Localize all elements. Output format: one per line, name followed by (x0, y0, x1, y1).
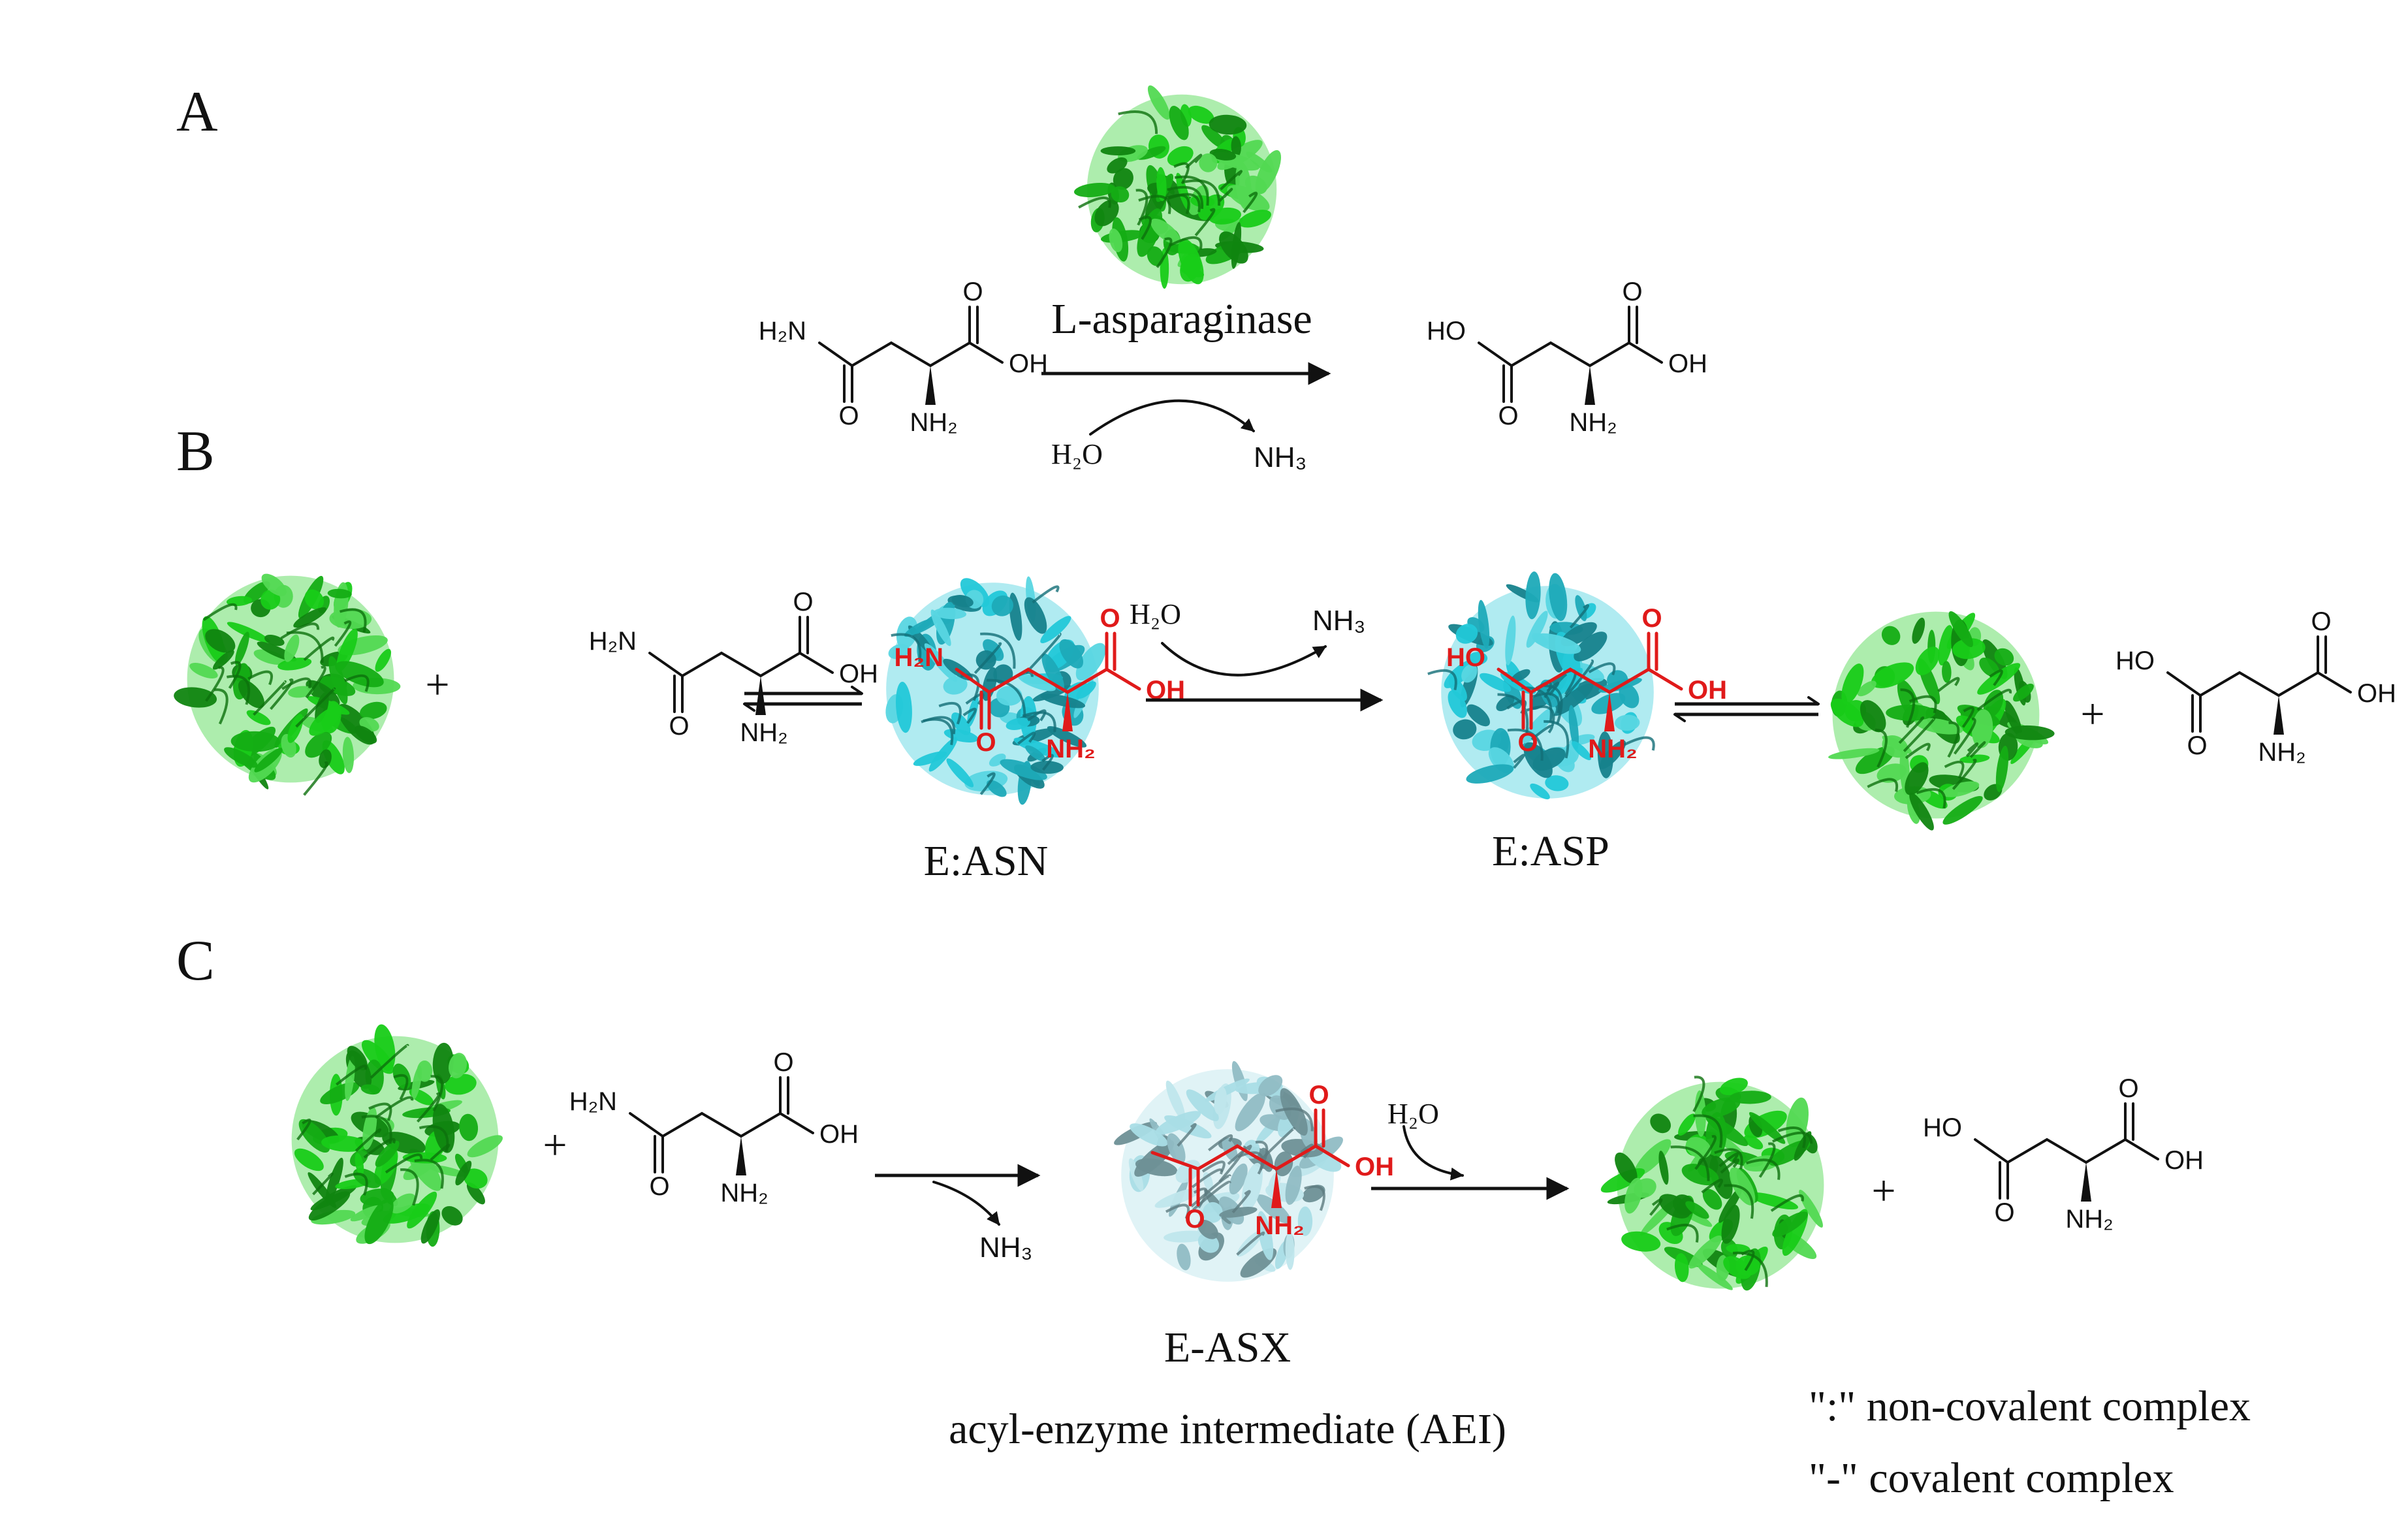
aei-caption: acyl-enzyme intermediate (AEI) (949, 1405, 1506, 1453)
ammonia-label: NH₃ (979, 1232, 1032, 1264)
atom-label: O (793, 588, 813, 616)
atom-label: O (1994, 1198, 2014, 1227)
legend-noncovalent: ":" non-covalent complex (1809, 1382, 2251, 1430)
complex-label-e-asx: E-ASX (1164, 1324, 1291, 1371)
atom-label: O (773, 1048, 793, 1077)
aspartate-structure: O OH NH₂ O HO (1923, 1074, 2204, 1234)
acyl-enzyme-ligand-structure: O OH NH₂ O (1150, 1081, 1394, 1240)
water-to-ammonia-arrow (1161, 642, 1327, 677)
atom-label: HO (1923, 1113, 1962, 1142)
atom-label: HO (2115, 646, 2155, 675)
atom-label: O (2187, 731, 2207, 760)
atom-label: NH₂ (1588, 735, 1638, 763)
atom-label: OH (1668, 349, 1707, 378)
atom-label: OH (2164, 1146, 2204, 1175)
atom-label: HO (1446, 643, 1485, 672)
atom-label: H₂N (589, 627, 637, 656)
atom-label: NH₂ (720, 1179, 768, 1207)
protein-ribbon-icon (1074, 85, 1281, 289)
atom-label: NH₂ (1569, 408, 1617, 437)
protein-ribbon-icon (1600, 1076, 1824, 1291)
atom-label: O (1100, 604, 1120, 633)
asparagine-structure: O OH NH₂ O H₂N (589, 588, 878, 747)
ammonia-release-arrow (932, 1181, 1000, 1226)
ammonia-label: NH₃ (1254, 441, 1307, 473)
atom-label: H₂N (759, 317, 806, 345)
water-to-ammonia-arrow (1089, 399, 1255, 436)
protein-ribbon-icon (1114, 1060, 1343, 1282)
atom-label: OH (819, 1120, 859, 1149)
atom-label: O (1622, 278, 1642, 306)
protein-ribbon-icon (885, 576, 1106, 805)
atom-label: O (2311, 607, 2331, 636)
protein-ribbon-icon (1427, 571, 1655, 800)
legend: ":" non-covalent complex "-" covalent co… (1809, 1382, 2251, 1502)
panel-c: + O OH NH₂ O H₂N NH₃ O OH NH₂ O E-ASX acyl-enzy… (291, 1024, 2204, 1453)
atom-label: O (975, 728, 996, 757)
bound-aspartate-structure: O OH NH₂ O HO (1446, 604, 1727, 763)
atom-label: NH₂ (2065, 1205, 2113, 1234)
atom-label: O (1498, 402, 1518, 430)
equilibrium-barb (1807, 696, 1820, 705)
panel-a: L-asparaginase O OH NH₂ O H₂N H₂O NH₃ O OH NH₂… (759, 85, 1707, 473)
equilibrium-barb (1673, 713, 1686, 722)
panel-label-c: C (176, 929, 215, 993)
atom-label: O (1517, 728, 1538, 757)
atom-label: NH₂ (910, 408, 957, 437)
atom-label: O (962, 278, 983, 306)
atom-label: OH (839, 660, 878, 688)
legend-covalent: "-" covalent complex (1809, 1454, 2174, 1502)
protein-ribbon-icon (174, 573, 401, 796)
atom-label: H₂N (894, 643, 943, 672)
equilibrium-barb (851, 686, 863, 695)
atom-label: H₂N (569, 1087, 617, 1116)
plus-sign: + (1871, 1167, 1895, 1215)
atom-label: O (1308, 1081, 1329, 1109)
water-addition-arrow (1402, 1125, 1464, 1181)
panel-label-a: A (176, 80, 218, 144)
atom-label: O (649, 1172, 669, 1201)
asparagine-structure: O OH NH₂ O H₂N (569, 1048, 859, 1207)
aspartate-structure: O OH NH₂ O HO (1427, 278, 1707, 437)
atom-label: O (1641, 604, 1662, 633)
ammonia-label: NH₃ (1312, 605, 1365, 637)
atom-label: NH₂ (2258, 738, 2305, 767)
protein-ribbon-icon (291, 1024, 503, 1247)
atom-label: NH₂ (1255, 1211, 1305, 1240)
protein-ribbon-icon (1828, 611, 2055, 831)
equilibrium-barb (743, 703, 755, 712)
panel-label-b: B (176, 420, 215, 483)
water-label: H₂O (1051, 438, 1103, 470)
enzyme-name-label: L-asparaginase (1051, 295, 1312, 343)
complex-label-e-asp: E:ASP (1492, 827, 1609, 875)
atom-label: O (2118, 1074, 2138, 1103)
atom-label: NH₂ (1046, 735, 1096, 763)
water-label: H₂O (1387, 1098, 1439, 1130)
atom-label: HO (1427, 317, 1466, 345)
atom-label: NH₂ (740, 718, 787, 747)
atom-label: O (1184, 1205, 1205, 1234)
aspartate-structure: O OH NH₂ O HO (2115, 607, 2396, 767)
plus-sign: + (2080, 690, 2104, 738)
plus-sign: + (425, 661, 449, 709)
atom-label: O (838, 402, 859, 430)
atom-label: O (669, 712, 689, 741)
atom-label: OH (1688, 676, 1727, 705)
atom-label: OH (2357, 679, 2396, 708)
plus-sign: + (543, 1121, 567, 1169)
complex-label-e-asn: E:ASN (924, 837, 1049, 885)
atom-label: OH (1355, 1153, 1394, 1181)
water-label: H₂O (1130, 598, 1181, 630)
